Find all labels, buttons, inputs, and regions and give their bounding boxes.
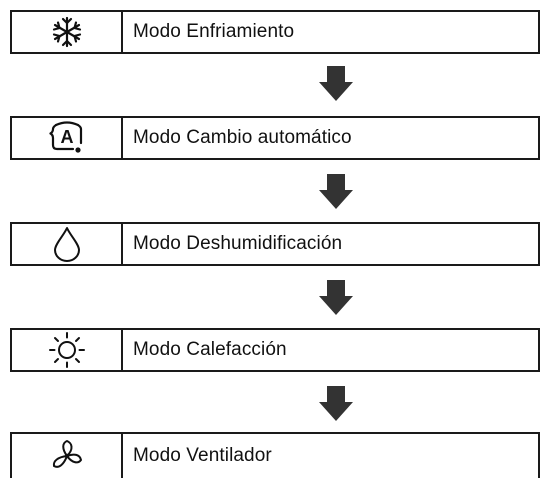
- mode-icon-cell: [12, 12, 123, 52]
- mode-row-cooling: Modo Enfriamiento: [10, 10, 540, 54]
- mode-row-dehumidify: Modo Deshumidificación: [10, 222, 540, 266]
- mode-icon-cell: [12, 224, 123, 264]
- mode-label: Modo Calefacción: [133, 339, 287, 360]
- mode-icon-cell: [12, 434, 123, 478]
- mode-label: Modo Cambio automático: [133, 127, 352, 148]
- down-arrow-icon: [318, 171, 354, 211]
- sun-icon: [48, 331, 86, 369]
- fan-icon: [48, 438, 86, 474]
- down-arrow-icon: [318, 383, 354, 423]
- mode-row-heating: Modo Calefacción: [10, 328, 540, 372]
- snowflake-icon: [51, 16, 83, 48]
- down-arrow-icon: [318, 63, 354, 103]
- mode-label: Modo Ventilador: [133, 445, 272, 466]
- auto-mode-icon: A: [47, 119, 87, 157]
- mode-label: Modo Deshumidificación: [133, 233, 343, 254]
- water-drop-icon: [52, 226, 82, 262]
- auto-mode-letter: A: [60, 127, 73, 147]
- down-arrow-icon: [318, 277, 354, 317]
- mode-icon-cell: A: [12, 118, 123, 158]
- mode-row-fan: Modo Ventilador: [10, 432, 540, 478]
- mode-label: Modo Enfriamiento: [133, 21, 295, 42]
- mode-icon-cell: [12, 330, 123, 370]
- mode-row-auto: A Modo Cambio automático: [10, 116, 540, 160]
